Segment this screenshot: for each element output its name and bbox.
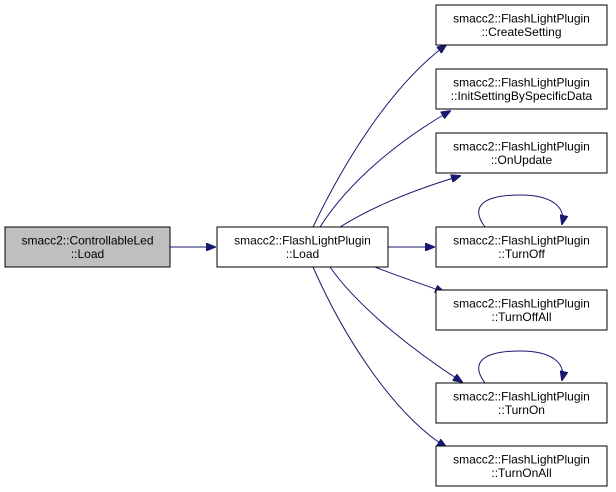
node-label-line: smacc2::FlashLightPlugin xyxy=(453,75,590,89)
node-label-line: ::Load xyxy=(71,247,104,261)
edge-line xyxy=(312,266,446,447)
edge-line xyxy=(478,350,563,384)
edge-flp_load-to-turn_off_all xyxy=(374,266,444,292)
node-label-line: ::OnUpdate xyxy=(491,153,553,167)
node-init-setting[interactable]: smacc2::FlashLightPlugin::InitSettingByS… xyxy=(435,68,608,110)
node-label-line: ::TurnOn xyxy=(498,403,545,417)
node-on-update[interactable]: smacc2::FlashLightPlugin::OnUpdate xyxy=(435,132,608,174)
node-label-line: ::Load xyxy=(286,247,319,261)
edge-line xyxy=(374,266,444,292)
edge-turn_off-to-turn_off xyxy=(478,194,563,228)
nodes: smacc2::ControllableLed::Loadsmacc2::Fla… xyxy=(4,4,608,487)
edge-line xyxy=(319,111,450,228)
node-box xyxy=(435,289,608,331)
edge-flp_load-to-turn_on_all xyxy=(312,266,446,447)
edges xyxy=(170,45,563,447)
node-label-line: ::TurnOff xyxy=(498,247,545,261)
edge-flp_load-to-init_setting xyxy=(319,111,450,228)
node-box xyxy=(4,226,171,268)
node-create-setting[interactable]: smacc2::FlashLightPlugin::CreateSetting xyxy=(435,4,608,46)
node-box xyxy=(435,4,608,46)
node-turn-on[interactable]: smacc2::FlashLightPlugin::TurnOn xyxy=(435,382,608,424)
edge-line xyxy=(339,176,460,228)
node-turn-off[interactable]: smacc2::FlashLightPlugin::TurnOff xyxy=(435,226,608,268)
edge-flp_load-to-on_update xyxy=(339,176,460,228)
node-box xyxy=(435,226,608,268)
node-turn-off-all[interactable]: smacc2::FlashLightPlugin::TurnOffAll xyxy=(435,289,608,331)
node-label-line: smacc2::FlashLightPlugin xyxy=(453,296,590,310)
node-label-line: smacc2::ControllableLed xyxy=(21,233,153,247)
node-box xyxy=(216,226,389,268)
node-box xyxy=(435,68,608,110)
node-label-line: smacc2::FlashLightPlugin xyxy=(234,233,371,247)
node-box xyxy=(435,445,608,487)
node-box xyxy=(435,132,608,174)
node-label-line: smacc2::FlashLightPlugin xyxy=(453,11,590,25)
edge-line xyxy=(312,45,446,228)
edge-flp_load-to-create_setting xyxy=(312,45,446,228)
node-label-line: ::InitSettingBySpecificData xyxy=(451,89,593,103)
node-label-line: smacc2::FlashLightPlugin xyxy=(453,389,590,403)
node-box xyxy=(435,382,608,424)
node-label-line: smacc2::FlashLightPlugin xyxy=(453,452,590,466)
node-label-line: smacc2::FlashLightPlugin xyxy=(453,233,590,247)
edge-line xyxy=(329,266,462,382)
node-flp-load[interactable]: smacc2::FlashLightPlugin::Load xyxy=(216,226,389,268)
node-label-line: smacc2::FlashLightPlugin xyxy=(453,139,590,153)
edge-turn_on-to-turn_on xyxy=(478,350,563,384)
node-label-line: ::CreateSetting xyxy=(481,25,561,39)
edge-flp_load-to-turn_on xyxy=(329,266,462,382)
edge-line xyxy=(478,194,563,228)
node-label-line: ::TurnOnAll xyxy=(491,466,551,480)
node-label-line: ::TurnOffAll xyxy=(491,310,551,324)
node-turn-on-all[interactable]: smacc2::FlashLightPlugin::TurnOnAll xyxy=(435,445,608,487)
node-led-load: smacc2::ControllableLed::Load xyxy=(4,226,171,268)
